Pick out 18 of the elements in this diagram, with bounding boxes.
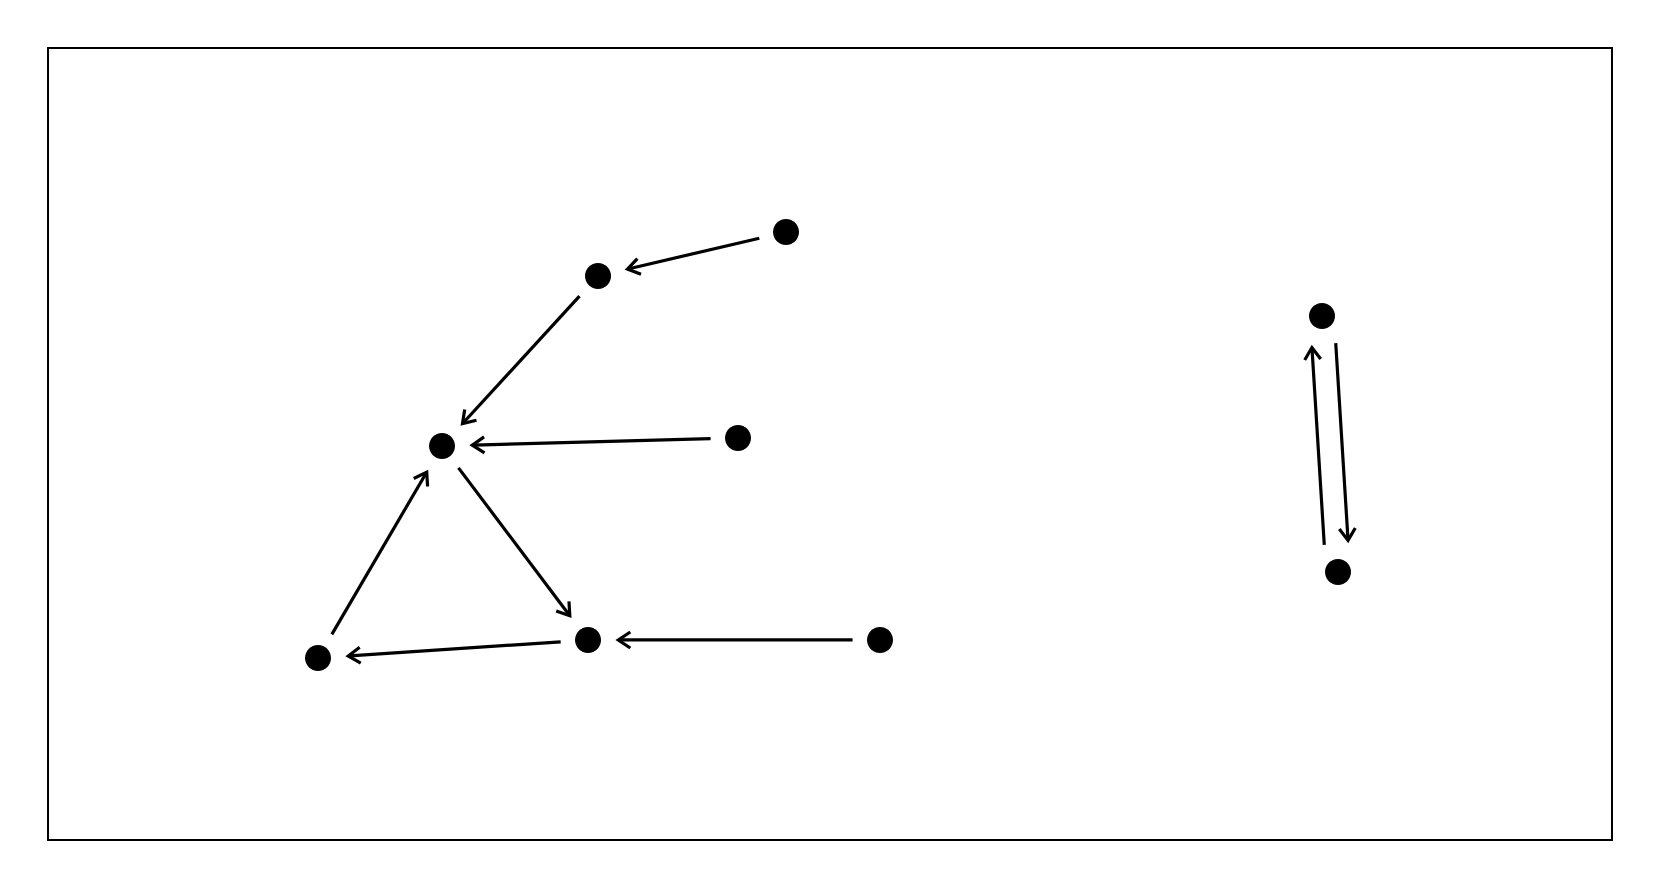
arrow [330, 469, 430, 636]
dot [773, 219, 799, 245]
arrow [345, 640, 561, 665]
dot [725, 424, 751, 451]
arrow [457, 466, 572, 619]
arrow [615, 630, 853, 650]
dot [867, 626, 893, 653]
dot [575, 626, 601, 653]
dot [1309, 303, 1335, 329]
arrow [469, 435, 711, 455]
arrow [624, 236, 760, 276]
dot [1325, 559, 1351, 585]
dot [585, 263, 611, 289]
arrow [1303, 344, 1326, 545]
dot [429, 433, 455, 459]
dot [305, 645, 331, 671]
arrow [460, 295, 581, 426]
arrow [1334, 343, 1357, 544]
